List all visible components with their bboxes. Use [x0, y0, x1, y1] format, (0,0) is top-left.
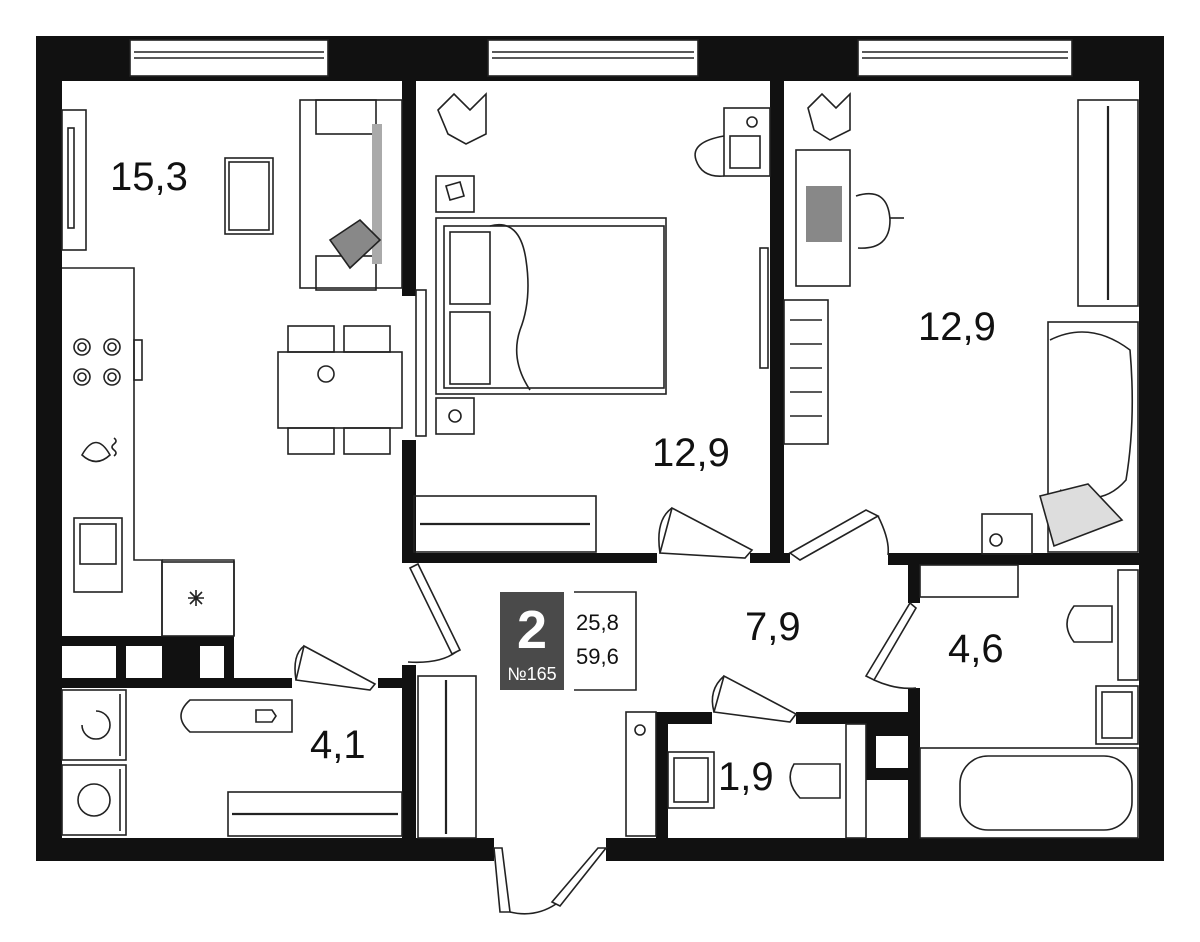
fridge [161, 561, 235, 637]
apartment-badge: 2 №165 25,8 59,6 [500, 591, 637, 691]
hood-icon [80, 437, 117, 463]
dining-table [277, 325, 403, 455]
wardrobe-center [415, 289, 427, 437]
area-label-bedroom-right: 12,9 [918, 305, 996, 349]
desk-center [694, 107, 771, 177]
area-label-bathroom: 4,6 [948, 627, 1004, 671]
wc-shelf [625, 711, 657, 837]
hall-wardrobe [417, 675, 477, 839]
mirror-center [759, 247, 769, 369]
wc-toilet [789, 723, 867, 839]
bath-sink [1095, 685, 1139, 745]
badge-apartment-number: №165 [507, 664, 556, 684]
area-label-laundry: 4,1 [310, 723, 366, 767]
badge-background [500, 592, 564, 690]
radiator-center [413, 495, 597, 553]
bath-shelf [919, 564, 1019, 598]
area-label-bedroom-center: 12,9 [652, 431, 730, 475]
doors [294, 506, 918, 915]
wardrobe-left [61, 109, 87, 251]
radiator-right [1077, 99, 1139, 307]
double-bed [435, 217, 667, 395]
washing-machines [61, 689, 127, 836]
desk-right [795, 149, 904, 287]
window-bedroom-right [857, 39, 1073, 77]
tv-rug [224, 157, 274, 235]
wc-sink [667, 751, 715, 809]
outer-walls [36, 36, 1164, 861]
nightstand-right [981, 513, 1033, 555]
kitchen-sink [73, 517, 123, 593]
bathtub [919, 747, 1139, 839]
area-label-wc: 1,9 [718, 755, 774, 799]
nightstand-bottom [435, 397, 475, 435]
sofa [299, 99, 403, 291]
badge-total-area: 59,6 [576, 644, 619, 669]
bath-toilet [1066, 569, 1139, 681]
area-label-living: 15,3 [110, 155, 188, 199]
radiator-laundry [227, 791, 403, 837]
ironing-board [180, 699, 293, 733]
area-label-hallway: 7,9 [745, 605, 801, 649]
interior-walls [62, 81, 1139, 840]
kitchen-counter [62, 267, 235, 636]
bookshelf-right [783, 299, 829, 445]
plant-right [807, 92, 851, 141]
window-living [129, 39, 329, 77]
plant-center [437, 92, 487, 145]
badge-living-area: 25,8 [576, 610, 619, 635]
nightstand-top [435, 175, 475, 213]
badge-rooms-count: 2 [517, 600, 547, 660]
stove [73, 338, 121, 386]
window-bedroom-center [487, 39, 699, 77]
single-bed [1039, 321, 1139, 553]
